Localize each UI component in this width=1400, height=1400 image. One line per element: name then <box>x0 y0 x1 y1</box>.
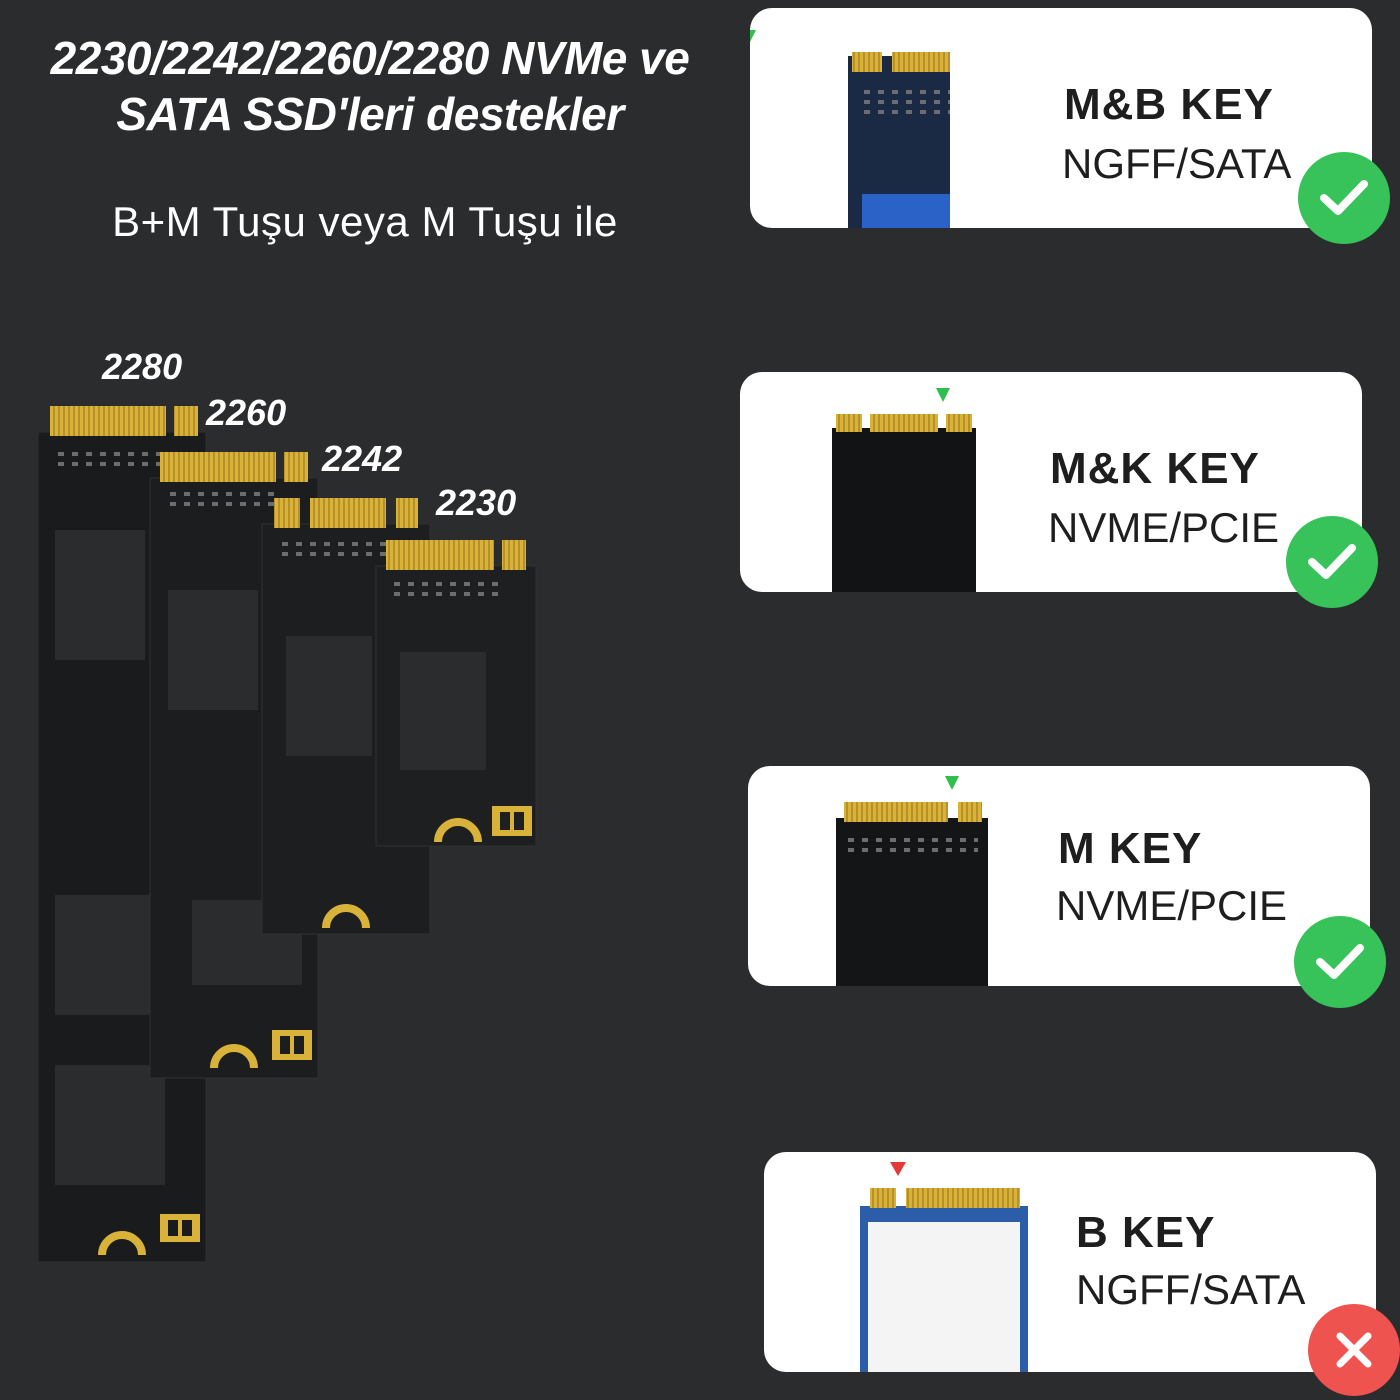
length-label-2280: 2280 <box>102 346 183 387</box>
cross-icon <box>1336 1332 1372 1368</box>
key-card-m: M KEY NVME/PCIE <box>748 766 1386 1008</box>
check-icon <box>1316 944 1364 979</box>
key-title: M KEY <box>1058 824 1203 873</box>
headline-line-1: 2230/2242/2260/2280 NVMe ve <box>50 32 690 84</box>
key-card-mk: M&K KEY NVME/PCIE <box>740 372 1378 608</box>
length-label-2242: 2242 <box>322 438 403 479</box>
ssd-2230-board <box>375 540 537 847</box>
ssd-mb-key-image <box>750 30 950 228</box>
key-title: M&B KEY <box>1064 80 1274 129</box>
cross-badge <box>1308 1304 1400 1396</box>
headline-line-2: SATA SSD'leri destekler <box>116 88 624 140</box>
subtitle: B+M Tuşu veya M Tuşu ile <box>112 198 618 245</box>
check-badge <box>1294 916 1386 1008</box>
key-interface: NVME/PCIE <box>1056 882 1288 929</box>
key-title: B KEY <box>1076 1208 1216 1257</box>
key-interface: NVME/PCIE <box>1048 504 1280 551</box>
ssd-mk-key-image <box>832 388 976 592</box>
check-icon <box>1320 180 1368 215</box>
length-label-2230: 2230 <box>436 482 517 523</box>
key-interface: NGFF/SATA <box>1062 140 1292 187</box>
ssd-b-key-image <box>860 1162 1028 1372</box>
key-interface: NGFF/SATA <box>1076 1266 1306 1313</box>
check-badge <box>1298 152 1390 244</box>
ssd-m-key-image <box>836 776 988 986</box>
check-icon <box>1308 544 1356 579</box>
ssd-stack-illustration <box>37 406 537 1263</box>
check-badge <box>1286 516 1378 608</box>
headline: 2230/2242/2260/2280 NVMe ve SATA SSD'ler… <box>0 30 740 142</box>
key-card-b: B KEY NGFF/SATA <box>764 1152 1400 1396</box>
length-label-2260: 2260 <box>206 392 287 433</box>
key-title: M&K KEY <box>1050 444 1260 493</box>
key-card-mb: M&B KEY NGFF/SATA <box>750 8 1390 244</box>
